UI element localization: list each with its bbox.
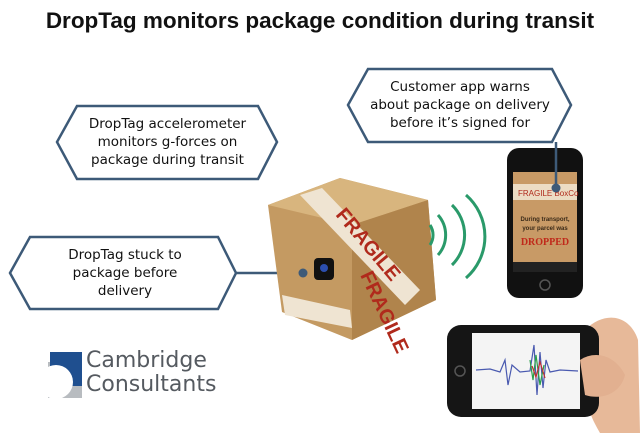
callout-accelerometer: DropTag accelerometer monitors g-forces …: [88, 116, 247, 168]
phone-landscape: [447, 317, 640, 433]
callout-stuck: DropTag stuck to package before delivery: [68, 247, 182, 299]
callout-app: Customer app warns about package on deli…: [370, 79, 550, 131]
wireless-signal-icon: [428, 193, 487, 280]
phone-message-line1: During transport,: [521, 217, 570, 223]
callout-stuck-dot: [298, 268, 308, 278]
package-image: FRAGILE FRAGILE: [268, 178, 436, 357]
logo-line2: Consultants: [86, 372, 217, 397]
company-logo-text: Cambridge Consultants: [86, 349, 216, 397]
phone-message-line2: your parcel was: [522, 226, 568, 232]
phone-brand: FRAGILE BoxCo: [518, 189, 579, 198]
callout-app-shape: [346, 67, 573, 144]
phone-status: DROPPED: [521, 237, 569, 248]
logo-line1: Cambridge: [86, 348, 207, 373]
callout-accelerometer-shape: [55, 104, 279, 181]
droptag-device: [314, 258, 334, 280]
cambridge-consultants-logo-icon: [44, 352, 82, 398]
callout-app-dot: [551, 183, 561, 193]
page-title: DropTag monitors package condition durin…: [45, 8, 595, 33]
phone-upright: FRAGILE BoxCo During transport, your par…: [507, 148, 583, 298]
g-force-graph: [475, 344, 579, 396]
